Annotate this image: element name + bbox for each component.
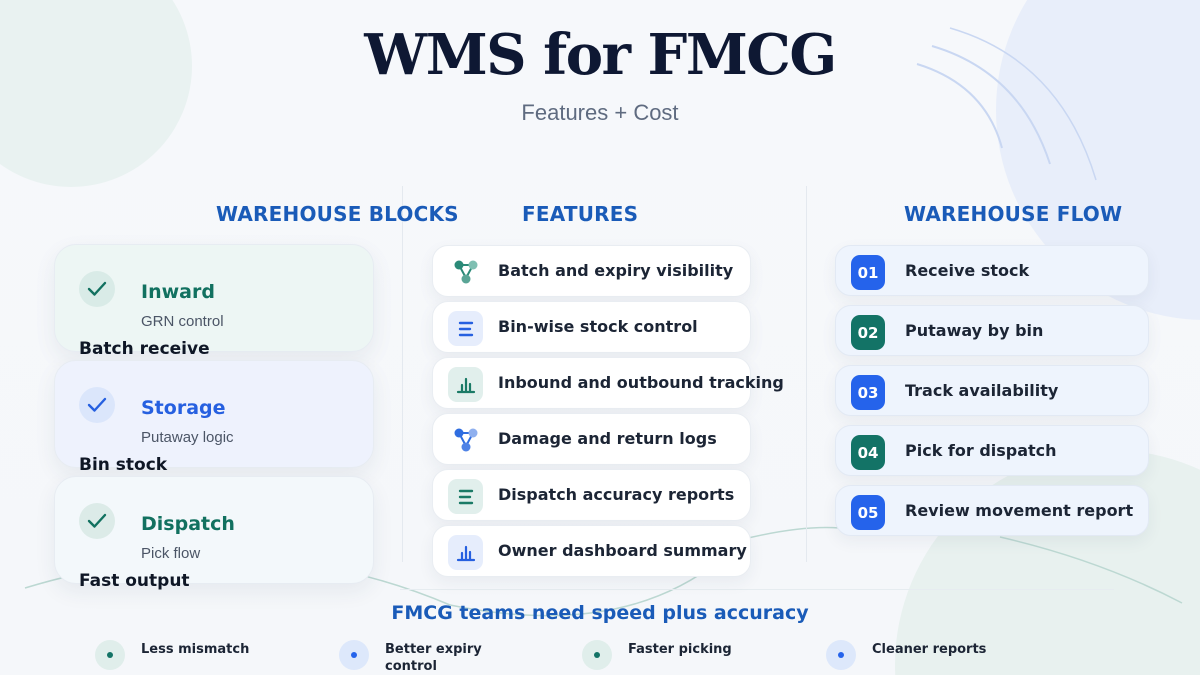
feature-label: Inbound and outbound tracking — [498, 373, 784, 392]
feature-label: Dispatch accuracy reports — [498, 485, 735, 504]
check-icon — [79, 387, 115, 423]
block-dispatch: Dispatch Pick flow Fast output — [54, 476, 374, 591]
feature-label: Bin-wise stock control — [498, 317, 698, 336]
step-label: Pick for dispatch — [905, 441, 1057, 460]
network-nodes-icon — [448, 423, 483, 458]
step-number-badge: 01 — [851, 255, 885, 290]
check-icon — [79, 503, 115, 539]
block-subtitle: Putaway logic — [141, 429, 234, 446]
feature-item: Inbound and outbound tracking — [432, 357, 784, 409]
column-divider-left — [402, 186, 403, 562]
block-note: Fast output — [79, 571, 190, 591]
step-label: Track availability — [905, 381, 1059, 400]
flow-step: 05 Review movement report — [835, 485, 1149, 536]
feature-item: Dispatch accuracy reports — [432, 469, 751, 521]
block-title: Storage — [141, 397, 226, 419]
step-number-badge: 03 — [851, 375, 885, 410]
feature-label: Damage and return logs — [498, 429, 717, 448]
features-heading: FEATURES — [522, 202, 639, 226]
benefit-label: Less mismatch — [141, 642, 250, 657]
feature-label: Owner dashboard summary — [498, 541, 747, 560]
feature-item: Owner dashboard summary — [432, 525, 751, 577]
flow-step: 01 Receive stock — [835, 245, 1149, 296]
step-label: Putaway by bin — [905, 321, 1044, 340]
step-number-badge: 04 — [851, 435, 885, 470]
feature-item: Batch and expiry visibility — [432, 245, 751, 297]
network-nodes-icon — [448, 255, 483, 290]
benefit-label: Cleaner reports — [872, 642, 987, 657]
list-lines-icon — [448, 479, 483, 514]
benefit-label: Faster picking — [628, 642, 732, 657]
dot-icon — [339, 640, 369, 670]
step-label: Review movement report — [905, 501, 1134, 520]
column-divider-right — [806, 186, 807, 562]
flow-step: 04 Pick for dispatch — [835, 425, 1149, 476]
bar-chart-icon — [448, 535, 483, 570]
list-lines-icon — [448, 311, 483, 346]
page-subtitle: Features + Cost — [521, 100, 679, 125]
step-label: Receive stock — [905, 261, 1030, 280]
flow-step: 03 Track availability — [835, 365, 1149, 416]
feature-label: Batch and expiry visibility — [498, 261, 734, 280]
feature-item: Damage and return logs — [432, 413, 751, 465]
flow-step: 02 Putaway by bin — [835, 305, 1149, 356]
bar-chart-icon — [448, 367, 483, 402]
warehouse-flow-heading: WAREHOUSE FLOW — [904, 202, 1123, 226]
dot-icon — [826, 640, 856, 670]
dot-icon — [582, 640, 612, 670]
dot-icon — [95, 640, 125, 670]
block-note: Bin stock — [79, 455, 168, 475]
warehouse-blocks-heading: WAREHOUSE BLOCKS — [216, 202, 459, 226]
banner-text: FMCG teams need speed plus accuracy — [391, 602, 809, 624]
block-subtitle: Pick flow — [141, 545, 201, 562]
block-subtitle: GRN control — [141, 313, 224, 330]
step-number-badge: 02 — [851, 315, 885, 350]
block-storage: Storage Putaway logic Bin stock — [54, 360, 374, 475]
section-divider — [400, 589, 1114, 590]
feature-item: Bin-wise stock control — [432, 301, 751, 353]
block-title: Dispatch — [141, 513, 235, 535]
check-icon — [79, 271, 115, 307]
page-title: WMS for FMCG — [364, 22, 837, 88]
benefit-label: Better expiry control — [385, 642, 482, 674]
block-title: Inward — [141, 281, 215, 303]
block-note: Batch receive — [79, 339, 210, 359]
step-number-badge: 05 — [851, 495, 885, 530]
block-inward: Inward GRN control Batch receive — [54, 244, 374, 359]
